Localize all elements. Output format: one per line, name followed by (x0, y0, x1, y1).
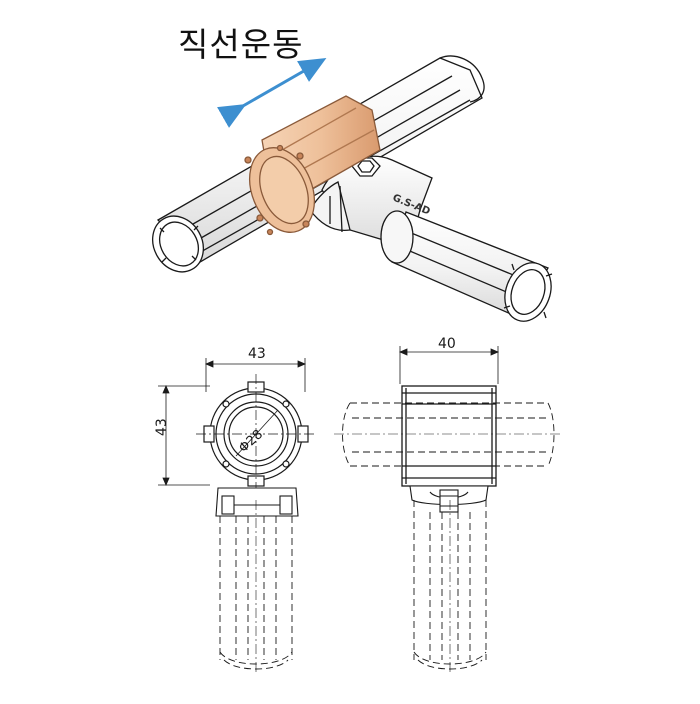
branch-pipe-end (503, 262, 553, 322)
front-profile: Φ28 (196, 374, 316, 494)
side-sleeve (401, 385, 497, 487)
isometric-view: G.S-AD (152, 55, 553, 322)
dim-front-height-label: 43 (154, 418, 170, 436)
side-bolt (439, 489, 459, 513)
side-main-pipe-hidden (342, 402, 555, 467)
dim-front-width-label: 43 (248, 346, 266, 362)
main-pipe-left-end (152, 215, 204, 273)
motion-title: 직선운동 (178, 25, 304, 64)
motion-arrow (217, 58, 327, 128)
side-clamp (409, 485, 489, 513)
front-view: 43 43 (154, 346, 316, 672)
sleeve-flange (244, 144, 315, 236)
side-view: 40 (334, 336, 560, 672)
dim-diameter-label: Φ28 (236, 427, 266, 456)
side-branch-pipe-hidden (413, 500, 487, 670)
sliding-sleeve (244, 95, 381, 236)
branch-pipe (380, 210, 553, 322)
dim-side-width: 40 (398, 336, 500, 384)
dim-front-height: 43 (154, 384, 210, 487)
dim-front-width: 43 (204, 346, 307, 392)
dim-side-width-label: 40 (438, 336, 456, 352)
front-clamp (215, 487, 299, 517)
